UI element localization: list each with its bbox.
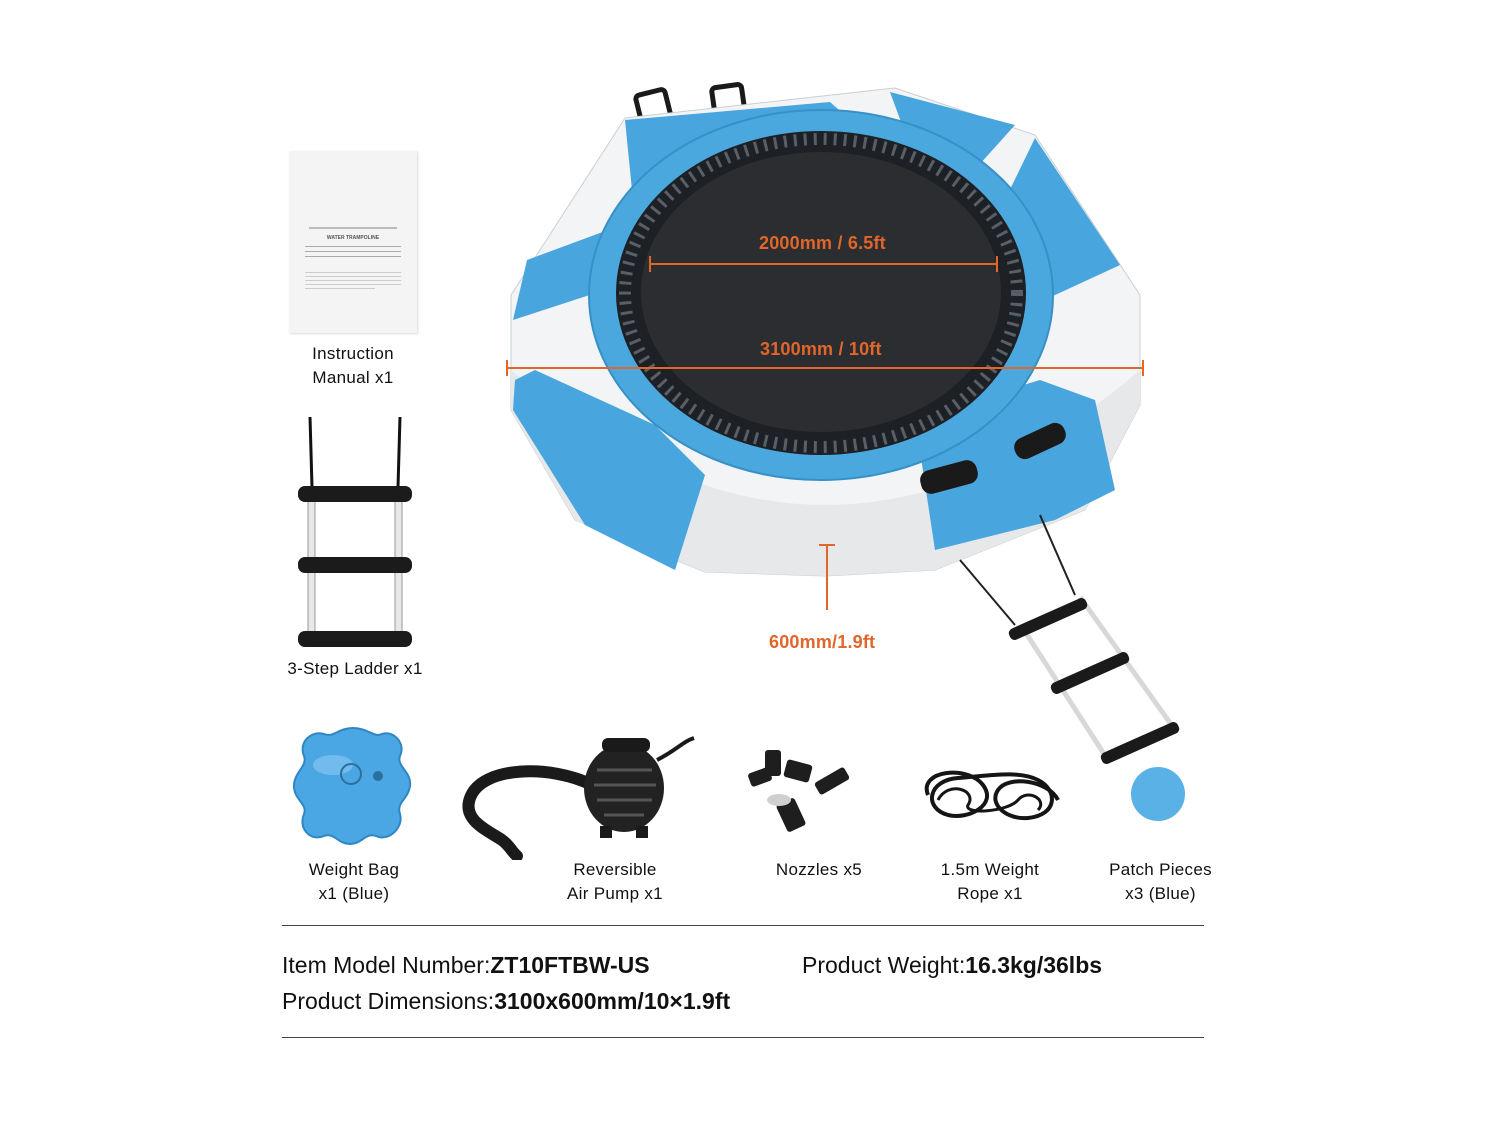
patch-pieces-caption-line2: x3 (Blue) — [1125, 884, 1196, 903]
manual-text-line — [305, 276, 401, 277]
manual-caption-line2: Manual x1 — [312, 368, 394, 387]
air-pump-cord — [656, 736, 695, 762]
product-weight-value: 16.3kg/36lbs — [965, 952, 1103, 978]
patch-piece-image — [1131, 767, 1185, 821]
model-number-label: Item Model Number: — [282, 952, 491, 978]
manual-text-line — [305, 284, 401, 285]
product-weight-label: Product Weight: — [802, 952, 966, 978]
weight-bag-caption-line1: Weight Bag — [308, 860, 400, 879]
nozzle — [814, 767, 850, 795]
air-pump-image — [462, 736, 695, 860]
jumping-mat — [641, 152, 1001, 432]
patch-pieces-caption-line1: Patch Pieces — [1109, 860, 1212, 879]
nozzles-caption: Nozzles x5 — [750, 858, 888, 882]
weight-bag-cap — [340, 763, 362, 785]
ladder-caption: 3-Step Ladder x1 — [287, 659, 423, 678]
nozzles-image — [748, 750, 850, 832]
inner-diameter-label: 2000mm / 6.5ft — [759, 233, 886, 253]
attached-ladder-rail — [1019, 625, 1111, 762]
tube-blue-panel — [513, 370, 705, 570]
manual-text-line — [305, 288, 375, 289]
manual-caption-line1: Instruction — [312, 344, 394, 363]
attached-ladder-step — [1100, 722, 1180, 764]
weight-rope-image — [924, 770, 1060, 821]
model-number-value: ZT10FTBW-US — [490, 952, 650, 978]
attached-ladder-image — [959, 514, 1180, 764]
rope-coil — [924, 770, 1060, 821]
nozzle — [776, 798, 806, 832]
model-number-spec: Item Model Number:ZT10FTBW-US — [282, 952, 650, 979]
nozzles-caption-line1: Nozzles x5 — [775, 860, 863, 879]
nozzle — [783, 759, 813, 783]
product-dimensions-label: Product Dimensions: — [282, 988, 495, 1014]
ladder-step — [298, 631, 412, 647]
nozzle — [765, 750, 781, 776]
manual-title: WATER TRAMPOLINE — [326, 235, 380, 241]
product-dimensions-value: 3100x600mm/10×1.9ft — [494, 988, 731, 1014]
weight-bag-caption-line2: x1 (Blue) — [318, 884, 390, 903]
outer-diameter-label: 3100mm / 10ft — [760, 339, 882, 359]
weight-bag-valve — [373, 771, 383, 781]
air-pump-hose — [462, 765, 598, 860]
attached-ladder-rope — [959, 559, 1016, 626]
height-label: 600mm/1.9ft — [769, 632, 876, 652]
manual-text-line — [305, 256, 401, 257]
attached-ladder-step — [1050, 652, 1130, 694]
manual-text-line — [305, 280, 401, 281]
ladder-rope-left — [308, 416, 314, 488]
spec-divider-top — [282, 925, 1204, 926]
air-pump-handle — [602, 738, 650, 752]
ladder-step — [298, 486, 412, 502]
air-pump-foot — [636, 826, 648, 838]
rope-coil — [936, 787, 1042, 813]
weight-rope-caption: 1.5m Weight Rope x1 — [915, 858, 1065, 906]
product-weight-spec: Product Weight:16.3kg/36lbs — [802, 952, 1102, 979]
weight-bag-caption: Weight Bag x1 (Blue) — [283, 858, 425, 906]
air-pump-caption-line1: Reversible — [573, 860, 657, 879]
spec-divider-bottom — [282, 1037, 1204, 1038]
manual-caption: Instruction Manual x1 — [283, 342, 423, 390]
weight-bag-image — [292, 726, 412, 846]
trampoline-image — [506, 82, 1144, 610]
manual-text-line — [305, 246, 401, 247]
weight-bag-highlight — [313, 755, 353, 775]
manual-text-line — [309, 227, 397, 229]
manual-text-line — [305, 272, 401, 273]
air-pump-grille — [594, 768, 656, 817]
attached-ladder-step — [1008, 598, 1088, 640]
ladder-image — [298, 416, 412, 647]
nozzle-ring — [767, 794, 791, 806]
weight-rope-caption-line1: 1.5m Weight — [940, 860, 1040, 879]
air-pump-caption-line2: Air Pump x1 — [567, 884, 663, 903]
product-dimensions-spec: Product Dimensions:3100x600mm/10×1.9ft — [282, 988, 730, 1015]
instruction-manual-image: WATER TRAMPOLINE — [289, 151, 417, 333]
air-pump-caption: Reversible Air Pump x1 — [540, 858, 690, 906]
spring-ring-pattern — [619, 133, 1023, 453]
weight-rope-caption-line2: Rope x1 — [957, 884, 1023, 903]
air-pump-foot — [600, 826, 612, 838]
attached-ladder-rope — [1039, 514, 1076, 596]
air-pump-body — [584, 744, 664, 832]
weight-bag-shape — [292, 726, 412, 846]
side-handle — [920, 460, 978, 494]
manual-text-line — [305, 251, 401, 252]
side-handle — [1014, 422, 1066, 460]
patch-pieces-caption: Patch Pieces x3 (Blue) — [1088, 858, 1233, 906]
ladder-rope-right — [396, 416, 402, 488]
ladder-step — [298, 557, 412, 573]
